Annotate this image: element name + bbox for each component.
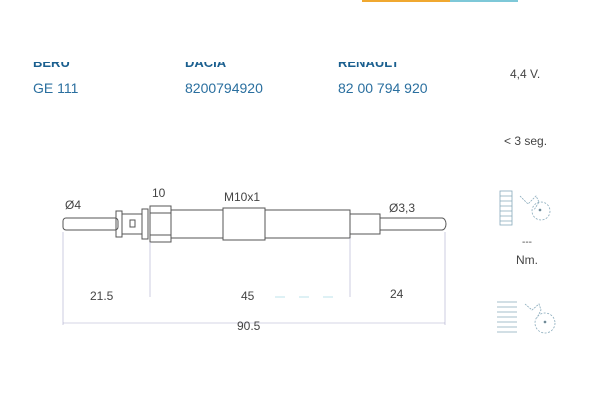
brand-beru: BERU xyxy=(33,62,70,70)
spring-wrench-icon xyxy=(497,301,556,334)
brand-dacia: DACIA xyxy=(185,62,227,70)
torque-unit: Nm. xyxy=(516,253,538,267)
part-number-dacia: 8200794920 xyxy=(185,80,263,96)
part-number-beru: GE 111 xyxy=(33,80,79,96)
heat-time: < 3 seg. xyxy=(504,134,548,148)
accent-bar-orange xyxy=(362,0,450,2)
dim-length-c: 24 xyxy=(390,287,404,301)
dim-hex: 10 xyxy=(152,186,166,200)
dim-tip-diameter: Ø4 xyxy=(65,198,81,212)
part-number-renault: 82 00 794 920 xyxy=(338,80,428,96)
dim-glow-diameter: Ø3,3 xyxy=(389,201,415,215)
dim-length-b: 45 xyxy=(241,289,255,303)
torque-value: --- xyxy=(522,237,532,248)
accent-bar-blue xyxy=(450,0,518,2)
dim-thread: M10x1 xyxy=(224,190,260,204)
voltage: 4,4 V. xyxy=(510,67,541,81)
dim-length-a: 21.5 xyxy=(90,289,114,303)
thread-wrench-icon xyxy=(499,190,551,226)
dim-total: 90.5 xyxy=(237,319,261,333)
brand-renault: RENAULT xyxy=(338,62,400,70)
